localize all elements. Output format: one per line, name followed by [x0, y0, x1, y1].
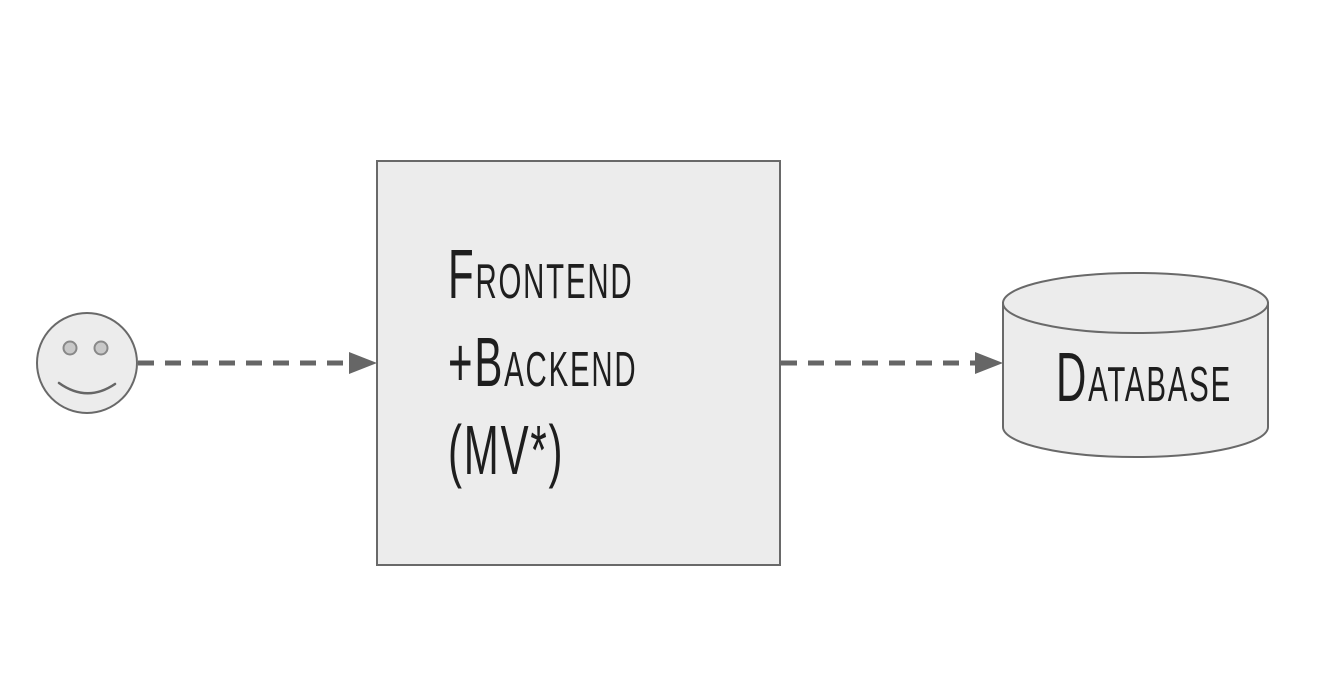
- arrow-app-to-database: [781, 352, 1003, 374]
- database-node-label: Database: [1056, 338, 1232, 416]
- smiley-face-icon: [36, 312, 138, 414]
- app-label-line-1: Frontend: [448, 235, 634, 313]
- smiley-mouth: [57, 381, 117, 395]
- user-node: [36, 312, 138, 414]
- app-node-box: [376, 160, 781, 566]
- database-cylinder-body: [1002, 302, 1269, 458]
- app-node-label: Frontend +Backend (MV*): [448, 230, 637, 494]
- arrow-user-to-app: [138, 352, 377, 374]
- arrow-app-to-database-head: [975, 352, 1003, 374]
- arrow-user-to-app-head: [349, 352, 377, 374]
- database-cylinder-top: [1002, 272, 1269, 334]
- app-label-line-3: (MV*): [448, 411, 565, 489]
- database-node: [1002, 272, 1269, 458]
- smiley-right-eye: [93, 340, 109, 356]
- app-label-line-2: +Backend: [448, 323, 638, 401]
- smiley-left-eye: [62, 340, 78, 356]
